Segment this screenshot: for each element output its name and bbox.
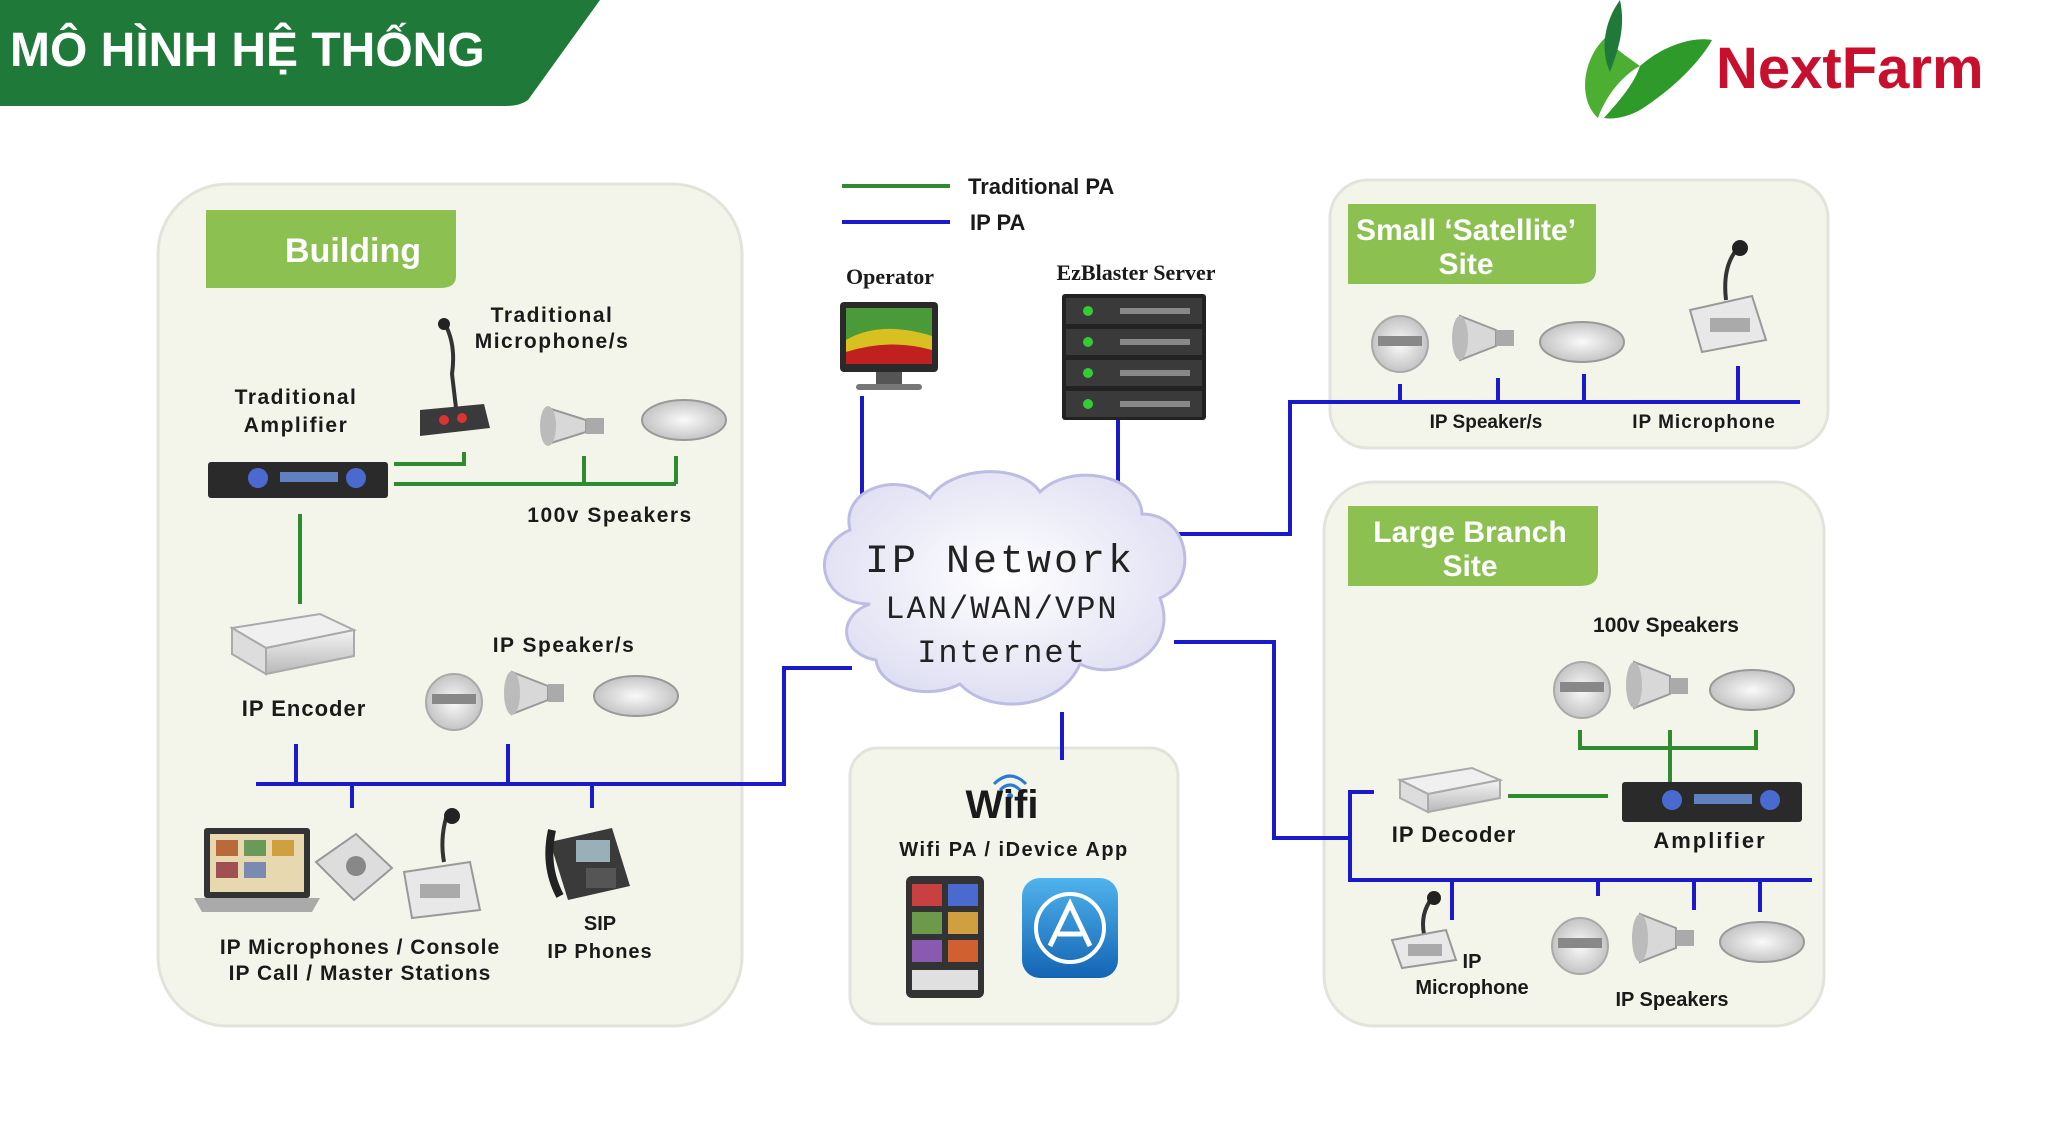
line-building-drops — [294, 744, 594, 808]
ceiling-speaker-icon — [593, 675, 679, 717]
building-100v-label: 100v Speakers — [527, 504, 692, 527]
amplifier-icon — [208, 462, 388, 498]
branch-tag: Large Branch Site — [1348, 506, 1598, 586]
mic-console-label-line2: IP Call / Master Stations — [229, 962, 492, 985]
building-panel — [156, 182, 744, 1028]
sip-label-line2: IP Phones — [547, 941, 652, 963]
logo-text: NextFarm — [1716, 36, 1984, 101]
desk-microphone-icon — [420, 318, 490, 436]
line-network-to-satellite — [1168, 400, 1800, 536]
dome-speaker-icon — [1371, 315, 1429, 373]
line-branch-bus — [1348, 838, 1812, 882]
ip-microphone-icon — [1390, 891, 1458, 970]
line-branch-drops — [1450, 880, 1762, 920]
wifi-caption: Wifi PA / iDevice App — [899, 839, 1129, 861]
horn-speaker-icon — [1632, 912, 1694, 964]
ip-microphone-icon — [1688, 240, 1768, 354]
page-title: MÔ HÌNH HỆ THỐNG — [10, 22, 485, 77]
line-network-to-building — [256, 666, 852, 786]
horn-speaker-icon — [1626, 660, 1688, 710]
traditional-pa-lines — [298, 452, 1758, 798]
ceiling-speaker-icon — [641, 399, 727, 441]
dome-speaker-icon — [425, 673, 483, 731]
trad-mic-label-line2: Microphone/s — [475, 330, 630, 353]
mobile-app-icon — [906, 876, 984, 998]
network-label-line3: Internet — [917, 635, 1087, 672]
satellite-ip-speakers-label: IP Speaker/s — [1430, 412, 1543, 433]
operator-label: Operator — [846, 264, 934, 289]
line-satellite-drops — [1398, 366, 1740, 402]
legend: Traditional PA IP PA — [842, 174, 1114, 235]
line-network-to-branch — [1174, 640, 1374, 840]
branch-title-line1: Large Branch — [1373, 516, 1566, 549]
satellite-title-line2: Site — [1438, 248, 1493, 281]
satellite-title-line1: Small ‘Satellite’ — [1356, 214, 1576, 247]
branch-panel — [1322, 480, 1826, 1028]
ip-call-station-icon — [314, 832, 394, 902]
mic-console-label-line1: IP Microphones / Console — [220, 936, 500, 959]
horn-speaker-icon — [504, 670, 564, 716]
satellite-tag: Small ‘Satellite’ Site — [1348, 204, 1596, 284]
legend-ip-label: IP PA — [970, 210, 1026, 235]
leaf-icon — [1585, 0, 1712, 119]
trad-amp-label-line2: Amplifier — [244, 414, 349, 437]
ip-decoder-icon — [1396, 766, 1504, 814]
header-banner: MÔ HÌNH HỆ THỐNG — [0, 0, 600, 106]
sip-label-line1: SIP — [584, 913, 616, 935]
line-amp-to-speakers — [394, 456, 678, 486]
line-branch-speakers — [1578, 730, 1758, 782]
dome-speaker-icon — [1551, 917, 1609, 975]
ip-decoder-label: IP Decoder — [1392, 822, 1517, 847]
ip-encoder-label: IP Encoder — [242, 696, 367, 721]
ceiling-speaker-icon — [1719, 921, 1805, 963]
trad-mic-label-line1: Traditional — [491, 304, 614, 327]
horn-speaker-icon — [1452, 314, 1514, 362]
satellite-ip-microphone-label: IP Microphone — [1632, 412, 1776, 433]
legend-traditional-label: Traditional PA — [968, 174, 1114, 199]
building-title: Building — [285, 232, 421, 270]
operator-monitor-icon — [840, 302, 938, 390]
ceiling-speaker-icon — [1709, 669, 1795, 711]
server-rack-icon — [1062, 294, 1206, 420]
building-tag: Building — [206, 210, 456, 288]
nextfarm-logo: NextFarm — [1585, 0, 1984, 119]
ip-encoder-icon — [229, 612, 358, 676]
branch-100v-label: 100v Speakers — [1593, 614, 1739, 637]
ip-network-cloud: IP Network LAN/WAN/VPN Internet — [823, 470, 1187, 706]
dome-speaker-icon — [1553, 661, 1611, 719]
ip-phone-icon — [545, 828, 630, 900]
branch-ip-mic-line1: IP — [1463, 951, 1482, 973]
branch-ip-speakers-label: IP Speakers — [1615, 989, 1728, 1011]
building-ip-speakers-label: IP Speaker/s — [493, 634, 636, 657]
amplifier-icon — [1622, 782, 1802, 822]
server-label: EzBlaster Server — [1056, 260, 1215, 285]
network-label-line1: IP Network — [865, 540, 1135, 585]
laptop-icon — [194, 828, 320, 912]
line-mic-to-amp — [394, 452, 466, 466]
ip-microphone-console-icon — [402, 808, 482, 920]
wifi-logo-text: Wifi — [966, 783, 1039, 827]
horn-speaker-icon — [540, 406, 604, 446]
branch-title-line2: Site — [1442, 550, 1497, 583]
wifi-signal-icon — [992, 774, 1028, 799]
branch-amplifier-label: Amplifier — [1653, 828, 1766, 853]
branch-ip-mic-line2: Microphone — [1415, 977, 1528, 999]
app-store-icon — [1022, 878, 1118, 978]
ceiling-speaker-icon — [1539, 321, 1625, 363]
network-label-line2: LAN/WAN/VPN — [885, 591, 1118, 628]
trad-amp-label-line1: Traditional — [235, 386, 358, 409]
